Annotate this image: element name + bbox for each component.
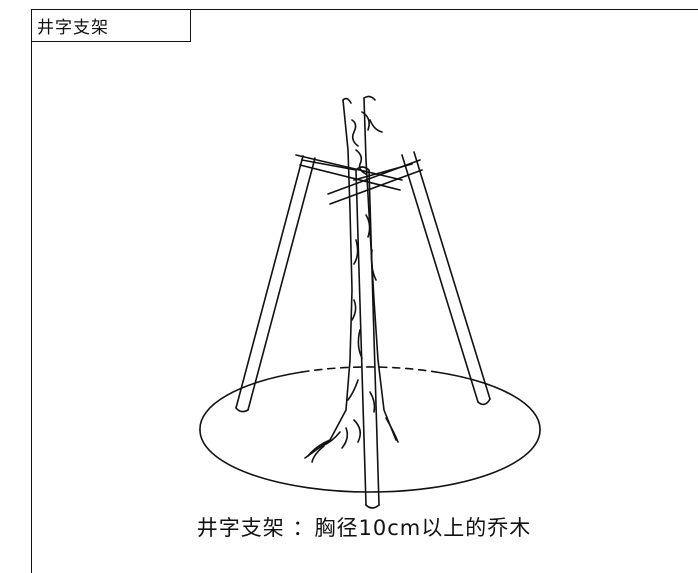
title-box: 井字支架	[31, 9, 191, 42]
support-pole-left	[235, 155, 316, 413]
drawing-title: 井字支架	[37, 17, 109, 38]
support-pole-right	[401, 151, 491, 406]
caption: 井字支架 ：胸径10cm以上的乔木	[0, 512, 698, 542]
ground-ellipse	[199, 366, 541, 493]
crossbars	[295, 154, 423, 205]
support-pole-front	[355, 166, 380, 509]
tree-trunk	[304, 95, 399, 463]
caption-text: 井字支架 ：胸径10cm以上的乔木	[196, 516, 532, 540]
drawing-frame	[31, 9, 698, 573]
